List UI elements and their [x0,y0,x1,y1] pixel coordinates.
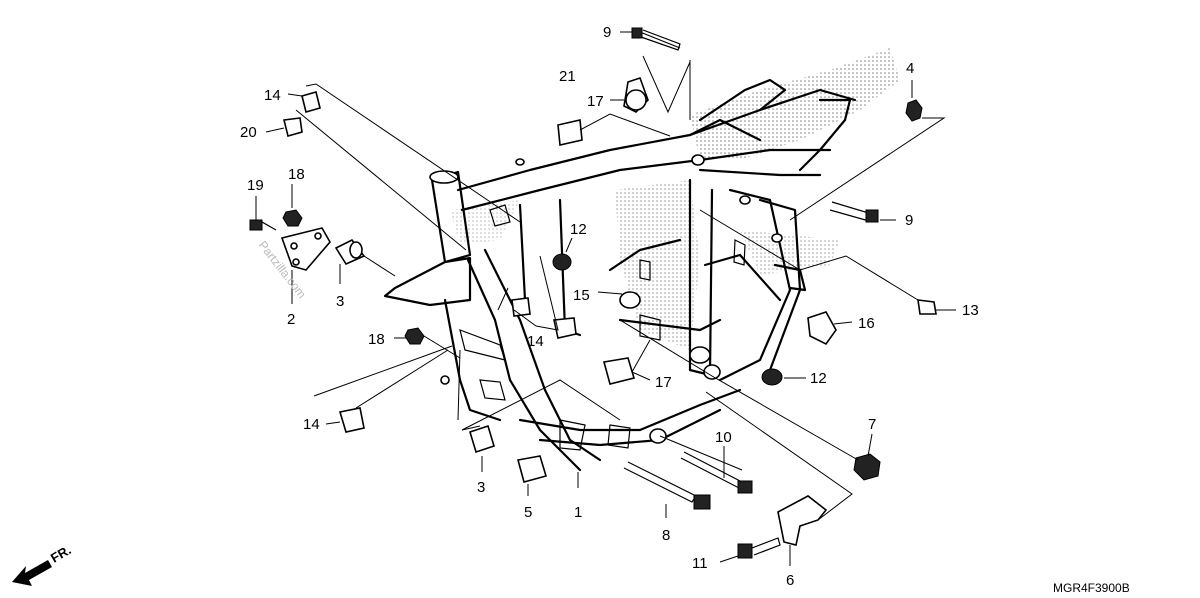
rear-bracket [703,253,807,302]
callout-10: 10 [715,429,732,446]
callout-18-top: 18 [288,166,305,183]
callout-13: 13 [962,302,979,319]
callout-9-top: 9 [603,24,611,41]
callout-17-top: 17 [587,93,604,110]
callout-14-mid: 14 [527,333,544,350]
callout-4: 4 [906,60,914,77]
callout-7: 7 [868,416,876,433]
frame-body [383,78,857,472]
callout-8: 8 [662,527,670,544]
callout-3-left: 3 [336,293,344,310]
callout-12-top: 12 [570,221,587,238]
callout-5: 5 [524,504,532,521]
leader-lines [255,31,956,566]
callout-21: 21 [559,68,576,85]
callout-2: 2 [287,311,295,328]
callout-14-top: 14 [264,87,281,104]
callout-16: 16 [858,315,875,332]
callout-1: 1 [574,504,582,521]
callout-14-bottom: 14 [303,416,320,433]
callout-20: 20 [240,124,257,141]
callout-11: 11 [692,555,708,572]
parts [249,27,937,559]
callout-6: 6 [786,572,794,589]
callout-18-mid: 18 [368,331,385,348]
callout-15: 15 [573,287,590,304]
callout-3-bottom: 3 [477,479,485,496]
callout-17-mid: 17 [655,374,672,391]
diagram-code: MGR4F3900B [1053,581,1130,595]
callout-12-mid: 12 [810,370,827,387]
front-direction-arrow: FR. [12,542,74,586]
callouts: 9 21 17 4 14 20 19 18 9 12 15 3 2 13 16 … [240,24,979,589]
callout-9-right: 9 [905,212,913,229]
callout-19: 19 [247,177,264,194]
front-direction-label: FR. [48,542,74,565]
